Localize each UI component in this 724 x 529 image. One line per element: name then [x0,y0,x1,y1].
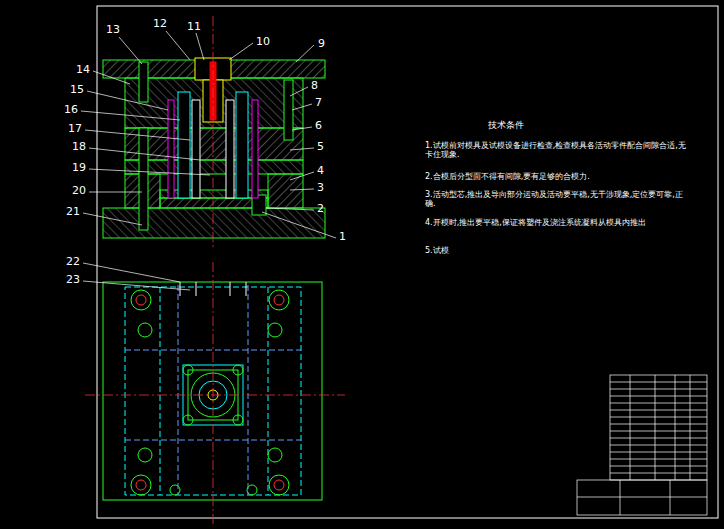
plan-view [103,282,322,500]
note-text: 1.试模前对模具及试模设备进行检查,检查模具各活动零件配合间隙合适,无卡住现象. [425,141,687,159]
callout-number: 9 [318,38,325,51]
note-text: 3.活动型芯,推出及导向部分运动及活动要平稳,无干涉现象,定位要可靠,正确. [425,190,687,208]
note-text: 5.试模 [425,246,687,255]
note-text: 2.合模后分型面不得有间隙,要有足够的合模力. [425,172,687,181]
callout-number: 7 [315,97,322,110]
frame [97,6,718,518]
callout-number: 23 [66,274,80,287]
title-block [577,375,707,515]
section-view [103,58,325,238]
callout-number: 5 [317,141,324,154]
callout-number: 2 [317,203,324,216]
center-line [213,262,214,525]
callout-number: 20 [72,185,86,198]
callout-number: 12 [153,18,167,31]
callout-number: 3 [317,182,324,195]
center-line [85,395,345,396]
callout-number: 8 [311,80,318,93]
callout-number: 14 [76,64,90,77]
callout-number: 17 [68,123,82,136]
callout-number: 10 [256,36,270,49]
callout-number: 21 [66,206,80,219]
callout-number: 22 [66,256,80,269]
callout-number: 1 [339,231,346,244]
callout-number: 6 [315,120,322,133]
callout-number: 13 [106,24,120,37]
callout-number: 19 [72,162,86,175]
callout-number: 16 [64,104,78,117]
callout-number: 18 [72,141,86,154]
note-text: 4.开模时,推出要平稳,保证将塑件及浇注系统凝料从模具内推出 [425,218,687,227]
callout-number: 15 [70,84,84,97]
center-line [213,16,214,250]
leader-lines [81,31,336,290]
notes-heading: 技术条件 [470,120,542,130]
callout-number: 4 [317,165,324,178]
callout-number: 11 [187,21,201,34]
